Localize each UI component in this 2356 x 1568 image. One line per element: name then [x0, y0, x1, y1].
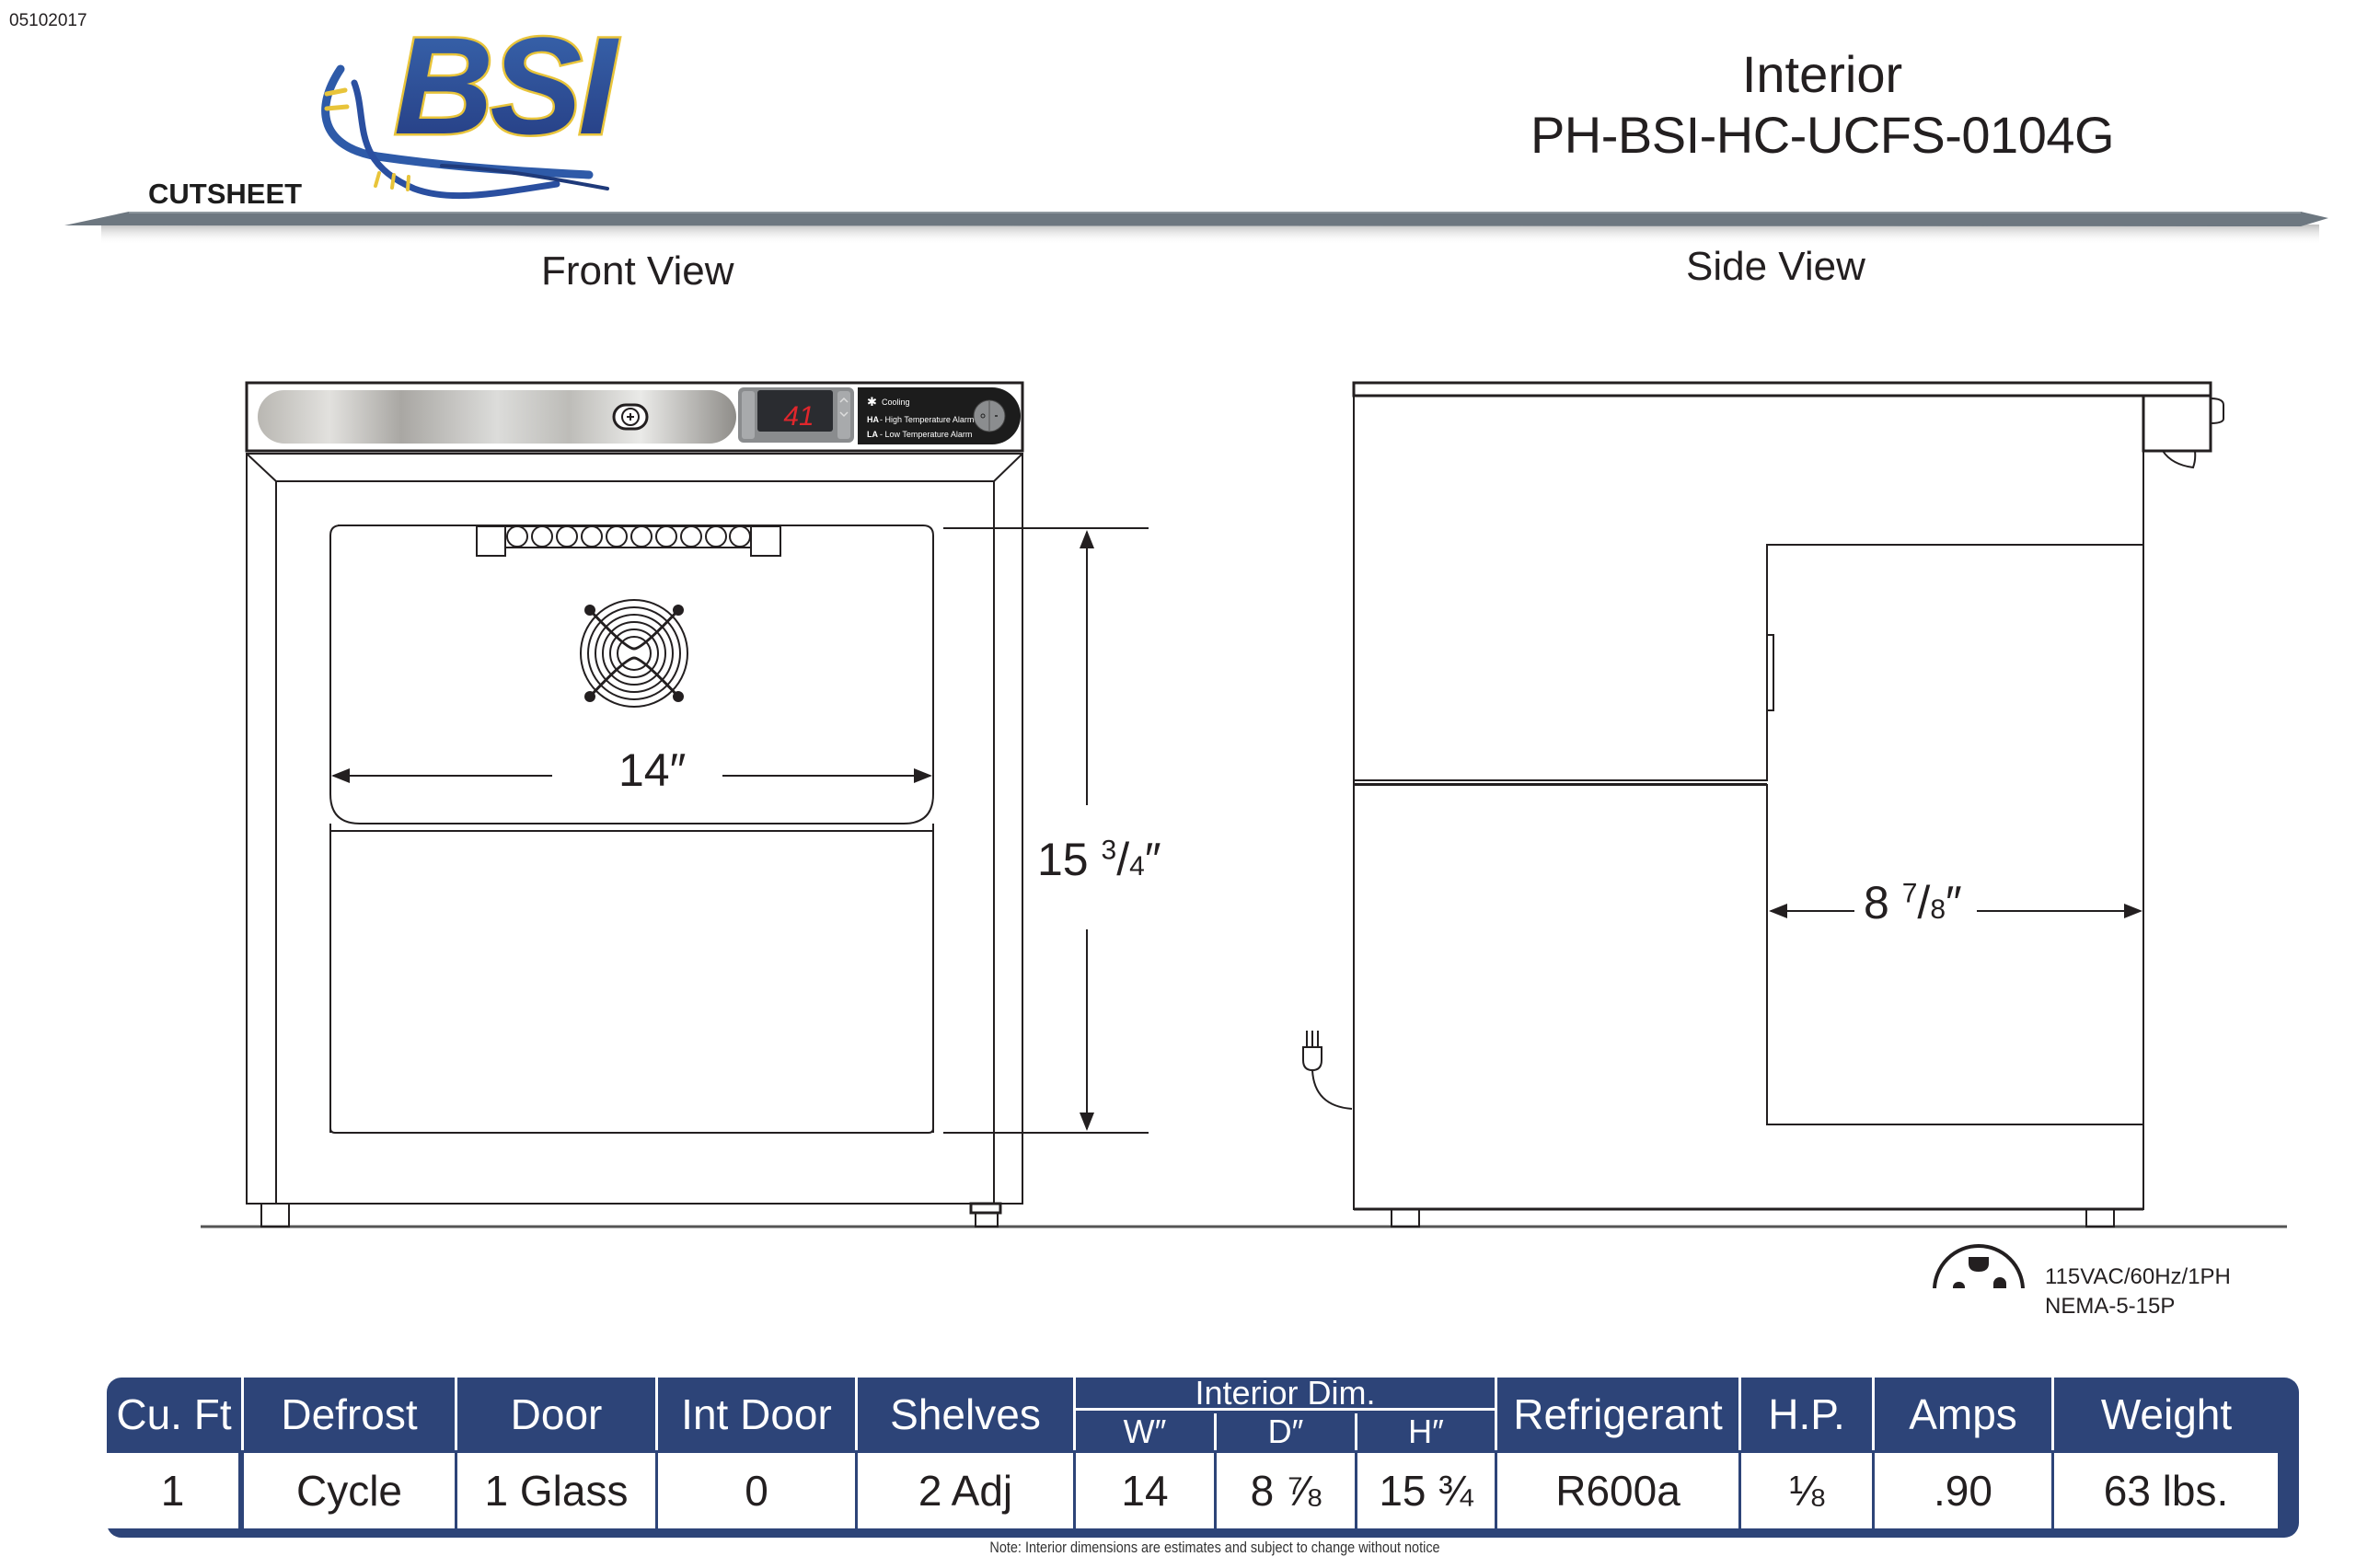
- column-divider: [1495, 1378, 1497, 1450]
- side-view-drawing: [1302, 381, 2224, 1228]
- bsi-logo: BSI: [321, 9, 626, 200]
- svg-text:- High Temperature Alarm: - High Temperature Alarm: [880, 415, 974, 424]
- value-cu-ft: 1: [107, 1453, 238, 1528]
- interior-upper: [329, 525, 934, 824]
- spec-table: Cu. Ft Defrost Door Int Door Shelves Int…: [107, 1374, 2299, 1538]
- temperature-display: 41: [783, 401, 814, 432]
- header-cu-ft: Cu. Ft: [116, 1389, 232, 1438]
- fan-icon: [580, 599, 688, 708]
- header-d: D″: [1267, 1412, 1304, 1450]
- header-door: Door: [510, 1389, 603, 1438]
- column-divider: [455, 1378, 457, 1450]
- column-divider: [1073, 1378, 1076, 1450]
- technical-drawing: 41 ✱ Cooling HA - High Temperature Alarm…: [201, 381, 2287, 1288]
- nema-outlet-icon: [1933, 1244, 2025, 1288]
- header-w: W″: [1123, 1412, 1167, 1450]
- depth-dimension-label: 8 7/8″: [1864, 877, 1962, 928]
- side-body: [1353, 395, 2144, 1210]
- svg-text:LA: LA: [867, 430, 878, 439]
- header-amps: Amps: [1909, 1389, 2017, 1438]
- value-weight: 63 lbs.: [2054, 1453, 2278, 1528]
- column-divider: [1872, 1378, 1875, 1450]
- controller-housing: [2142, 383, 2212, 453]
- front-view-drawing: 41 ✱ Cooling HA - High Temperature Alarm…: [245, 381, 1149, 1228]
- section-label: CUTSHEET: [148, 178, 303, 210]
- width-dimension-label: 14″: [618, 744, 687, 796]
- value-defrost: Cycle: [244, 1453, 455, 1528]
- header-hp: H.P.: [1768, 1389, 1845, 1438]
- svg-text:- Low Temperature Alarm: - Low Temperature Alarm: [880, 430, 972, 439]
- svg-text:✱: ✱: [867, 395, 877, 409]
- door-handle: [1766, 634, 1774, 711]
- header-divider-bar: [64, 212, 2328, 245]
- header-h: H″: [1408, 1412, 1444, 1450]
- value-d: 8 ⅞: [1217, 1453, 1355, 1528]
- light-rail: [476, 525, 781, 557]
- foot: [260, 1203, 290, 1228]
- front-view-label: Front View: [541, 248, 734, 294]
- power-spec: 115VAC/60Hz/1PH NEMA-5-15P: [2045, 1262, 2231, 1321]
- interior-lower: [329, 830, 934, 1134]
- page-title: Interior: [1741, 45, 1903, 103]
- header-int-door: Int Door: [681, 1389, 832, 1438]
- column-divider: [1214, 1413, 1217, 1450]
- plug-type: NEMA-5-15P: [2045, 1294, 2176, 1319]
- column-divider: [241, 1378, 244, 1450]
- cabinet-body: [246, 453, 1023, 1205]
- control-panel: [245, 381, 1024, 453]
- header-shelves: Shelves: [890, 1389, 1041, 1438]
- side-view-label: Side View: [1686, 244, 1865, 289]
- value-w: 14: [1076, 1453, 1214, 1528]
- value-int-door: 0: [658, 1453, 855, 1528]
- foot: [969, 1202, 1002, 1215]
- foot: [2085, 1208, 2115, 1228]
- value-door: 1 Glass: [457, 1453, 655, 1528]
- power-rating: 115VAC/60Hz/1PH: [2045, 1264, 2231, 1289]
- lock-icon: [612, 403, 649, 431]
- height-dimension-label: 15 3/4″: [1037, 834, 1161, 885]
- foot: [1391, 1208, 1420, 1228]
- temperature-controller: 41: [738, 387, 854, 443]
- value-shelves: 2 Adj: [858, 1453, 1073, 1528]
- column-divider: [1738, 1378, 1741, 1450]
- model-number: PH-BSI-HC-UCFS-0104G: [1530, 106, 2115, 164]
- value-amps: .90: [1875, 1453, 2051, 1528]
- header-interior-dim: Interior Dim.: [1076, 1374, 1495, 1412]
- brand-wordmark: BSI: [394, 9, 619, 163]
- header-refrigerant: Refrigerant: [1513, 1389, 1723, 1438]
- power-plug-icon: [1302, 1031, 1353, 1110]
- svg-text:HA: HA: [867, 415, 879, 424]
- side-top-panel: [1352, 381, 2212, 398]
- status-legend-panel: ✱ Cooling HA - High Temperature Alarm LA…: [858, 387, 1021, 444]
- header-weight: Weight: [2100, 1389, 2233, 1438]
- footer-note: Note: Interior dimensions are estimates …: [989, 1539, 1440, 1556]
- header-defrost: Defrost: [281, 1389, 418, 1438]
- value-h: 15 ¾: [1357, 1453, 1495, 1528]
- document-code: 05102017: [9, 11, 87, 30]
- door-frame: [275, 480, 995, 1205]
- bottom-knob: [2162, 450, 2197, 469]
- column-divider: [655, 1378, 658, 1450]
- svg-text:Cooling: Cooling: [882, 398, 910, 407]
- column-divider: [855, 1378, 858, 1450]
- side-knob: [2210, 398, 2224, 424]
- column-divider: [2051, 1378, 2054, 1450]
- value-refrigerant: R600a: [1497, 1453, 1738, 1528]
- title-block: Interior PH-BSI-HC-UCFS-0104G: [1436, 44, 2209, 166]
- value-hp: ⅛: [1741, 1453, 1872, 1528]
- foot: [975, 1212, 999, 1228]
- column-divider: [1355, 1413, 1357, 1450]
